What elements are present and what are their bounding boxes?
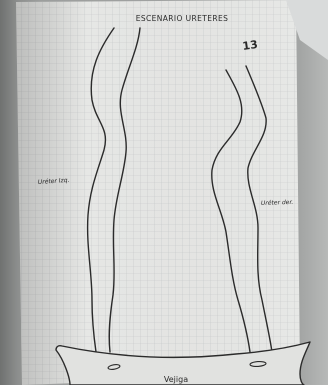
page-mark: 13 [242, 38, 259, 53]
label-right-ureter: Uréter der. [261, 199, 294, 207]
paper-shadow [16, 0, 300, 385]
label-bladder: Vejiga [164, 375, 188, 384]
drawing-title: ESCENARIO URETERES [136, 14, 229, 23]
